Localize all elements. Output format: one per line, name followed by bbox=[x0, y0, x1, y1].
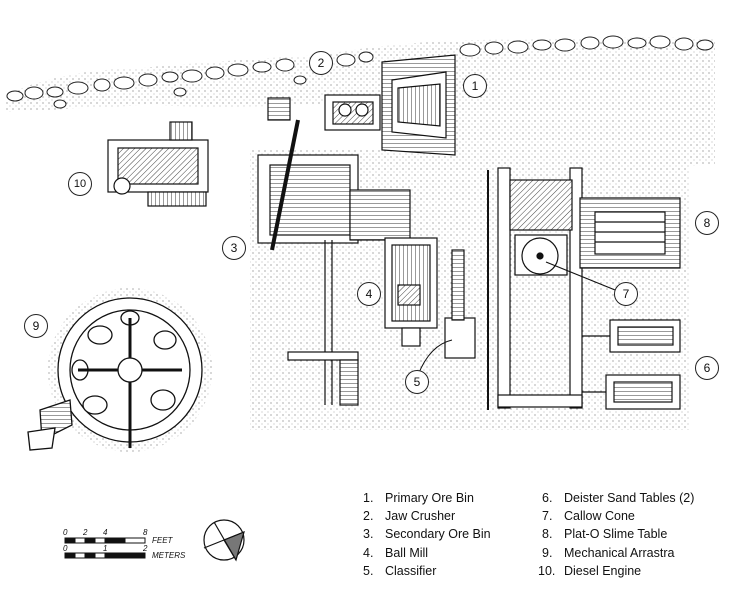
legend-item: 10.Diesel Engine bbox=[538, 563, 642, 578]
scale-bar bbox=[64, 537, 146, 559]
primary-ore-bin bbox=[381, 54, 456, 156]
callout-1: 1 bbox=[463, 74, 487, 98]
scale-feet-tick-8: 8 bbox=[143, 528, 148, 537]
sand-tables bbox=[582, 319, 681, 410]
classifier bbox=[444, 249, 476, 359]
callout-8: 8 bbox=[695, 211, 719, 235]
legend-right: 6.Deister Sand Tables (2) 7.Callow Cone … bbox=[538, 489, 695, 580]
jaw-crusher bbox=[267, 94, 381, 131]
callout-7: 7 bbox=[614, 282, 638, 306]
callout-3: 3 bbox=[222, 236, 246, 260]
legend-item: 4.Ball Mill bbox=[363, 545, 429, 560]
callout-9: 9 bbox=[24, 314, 48, 338]
scale-meters-label: METERS bbox=[152, 551, 186, 560]
callout-5: 5 bbox=[405, 370, 429, 394]
mechanical-arrastra bbox=[27, 288, 212, 452]
rock-wall bbox=[5, 35, 715, 167]
slime-table bbox=[579, 197, 681, 269]
legend-left: 1.Primary Ore Bin 2.Jaw Crusher 3.Second… bbox=[363, 489, 491, 580]
scale-meter-tick-0: 0 bbox=[63, 544, 68, 553]
line-shafts bbox=[287, 170, 489, 410]
mill-frame bbox=[497, 167, 583, 409]
secondary-ore-bin bbox=[257, 119, 411, 251]
diesel-engine bbox=[107, 121, 209, 207]
legend-item: 9.Mechanical Arrastra bbox=[542, 545, 675, 560]
callout-10: 10 bbox=[68, 172, 92, 196]
ball-mill bbox=[384, 237, 438, 347]
callout-6: 6 bbox=[695, 356, 719, 380]
scale-feet-label: FEET bbox=[152, 536, 173, 545]
callout-4: 4 bbox=[357, 282, 381, 306]
legend-item: 5.Classifier bbox=[363, 563, 437, 578]
scale-meter-tick-1: 1 bbox=[103, 544, 108, 553]
scale-feet-tick-4: 4 bbox=[103, 528, 108, 537]
north-arrow-icon bbox=[203, 519, 245, 562]
legend-item: 1.Primary Ore Bin bbox=[363, 491, 474, 505]
legend-item: 2.Jaw Crusher bbox=[363, 509, 456, 524]
scale-feet-tick-2: 2 bbox=[83, 528, 88, 537]
scale-feet-tick-0: 0 bbox=[63, 528, 68, 537]
scale-meter-tick-2: 2 bbox=[143, 544, 148, 553]
legend-item: 7.Callow Cone bbox=[542, 509, 635, 524]
legend-item: 6.Deister Sand Tables (2) bbox=[542, 491, 695, 505]
callout-2: 2 bbox=[309, 51, 333, 75]
legend-item: 3.Secondary Ore Bin bbox=[363, 527, 491, 542]
legend-item: 8.Plat-O Slime Table bbox=[542, 527, 668, 542]
callow-cone bbox=[521, 237, 621, 293]
